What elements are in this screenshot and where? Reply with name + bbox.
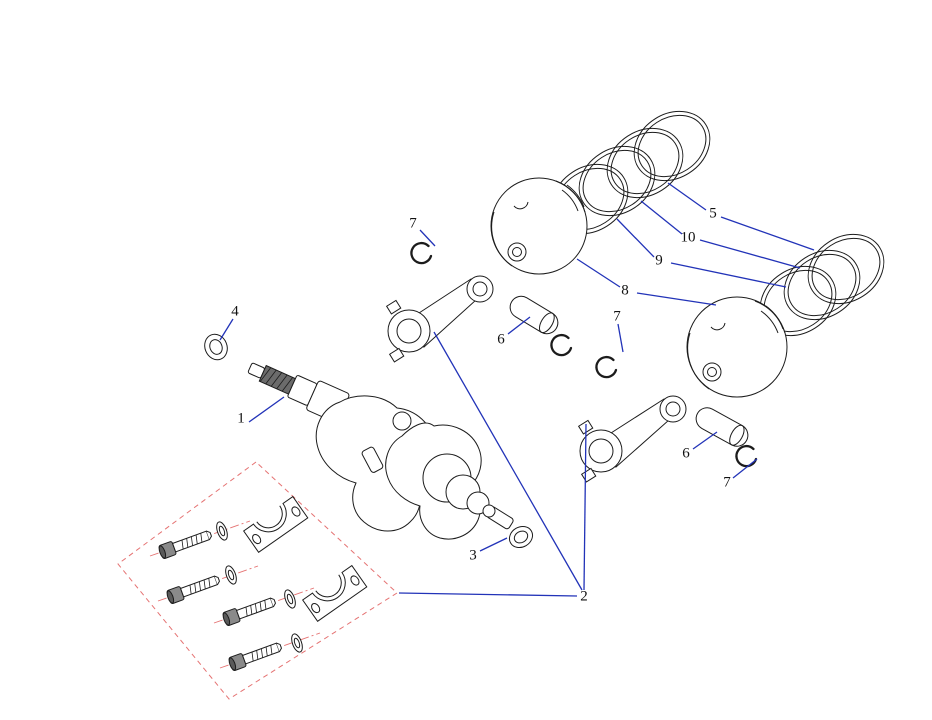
callout-7-mid: 7	[613, 308, 621, 325]
cap-washer-4	[289, 632, 305, 654]
cap-washer-1	[214, 520, 230, 542]
bearing-cap-2	[302, 565, 368, 622]
callout-4: 4	[231, 303, 239, 320]
circlip-3	[595, 355, 618, 379]
piston-1	[490, 177, 588, 275]
callout-10: 10	[680, 229, 696, 246]
callout-1: 1	[237, 410, 245, 427]
callout-5: 5	[709, 205, 717, 222]
washer-part-4	[204, 333, 228, 361]
cap-bolt-1	[157, 527, 214, 560]
piston-pin-1	[509, 295, 559, 335]
piston-2	[686, 296, 788, 398]
cap-washer-2	[223, 564, 239, 586]
piston-pin-2	[695, 407, 749, 447]
callout-7-top: 7	[409, 215, 417, 232]
circlip-1	[410, 241, 433, 265]
callout-9: 9	[655, 252, 663, 269]
bearing-cap-1	[243, 496, 309, 553]
callout-8: 8	[621, 282, 629, 299]
circlip-4	[735, 444, 758, 468]
callout-7-right: 7	[723, 474, 731, 491]
circlip-2	[550, 333, 573, 357]
callout-6-lower: 6	[682, 445, 690, 462]
connecting-rod-1	[385, 275, 494, 363]
crankshaft	[247, 362, 514, 540]
callout-2: 2	[580, 588, 588, 605]
leader-lines	[219, 182, 815, 597]
cap-bolt-4	[227, 639, 284, 672]
callout-3: 3	[469, 547, 477, 564]
cap-bolt-2	[165, 572, 222, 605]
cap-bolt-3	[221, 594, 278, 627]
connecting-rod-2	[577, 395, 687, 483]
ring-part-3	[508, 525, 534, 549]
callout-6-upper: 6	[497, 331, 505, 348]
cap-washer-3	[282, 588, 298, 610]
